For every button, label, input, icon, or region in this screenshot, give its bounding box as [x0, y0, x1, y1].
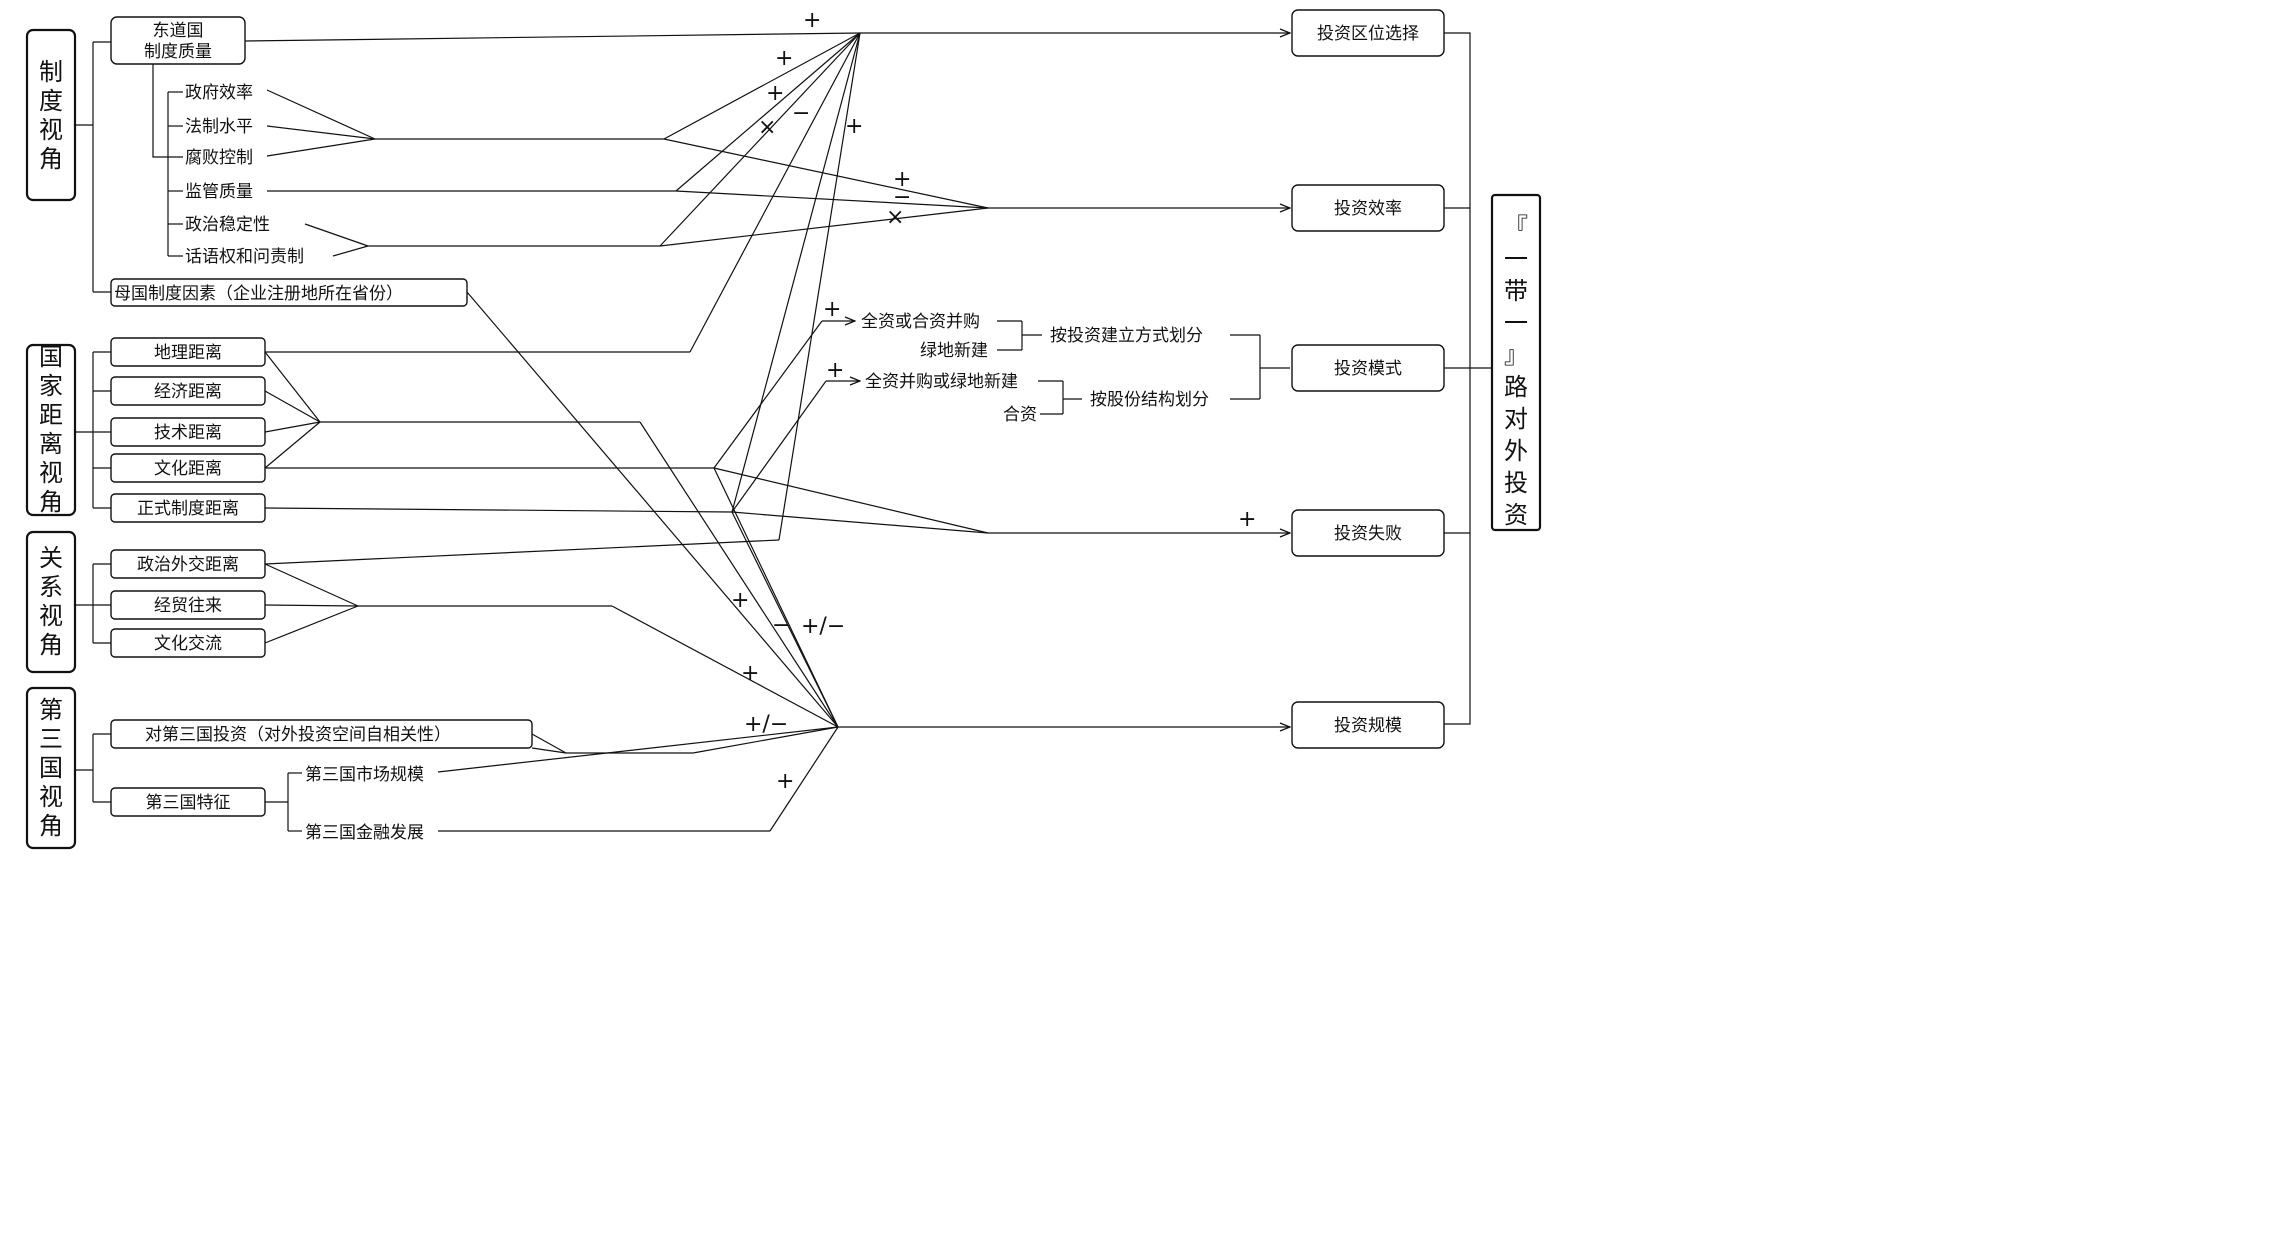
- sign-plus-location-2: +: [775, 46, 793, 71]
- sign-minus-scale: −: [772, 613, 790, 638]
- home-institution-label: 母国制度因素（企业注册地所在省份）: [114, 284, 403, 304]
- sign-plus-location-1: +: [803, 8, 821, 33]
- factor-third-country-features: 第三国特征: [110, 787, 266, 817]
- sign-plus-scale-2: +: [741, 661, 759, 686]
- perspective-third-country-label: 第三国视角: [39, 696, 63, 840]
- outcome-scale: 投资规模: [1291, 701, 1445, 749]
- factor-home-institution: 母国制度因素（企业注册地所在省份）: [110, 278, 468, 307]
- formal-inst-distance-label: 正式制度距离: [137, 499, 239, 519]
- sign-plus-minus-scale-1: +/−: [801, 614, 845, 639]
- diplomatic-distance-label: 政治外交距离: [137, 555, 239, 575]
- sign-plus-efficiency: +: [893, 167, 911, 192]
- perspective-distance-label: 国家距离视角: [39, 343, 63, 516]
- sign-plus-location-4: +: [845, 114, 863, 139]
- perspective-relationship-label: 关系视角: [39, 544, 63, 659]
- institution-quality-label: 东道国制度质量: [144, 21, 212, 62]
- outcome-failure: 投资失败: [1291, 509, 1445, 557]
- sign-minus-efficiency: −: [893, 185, 911, 210]
- by-establishment-label: 按投资建立方式划分: [1050, 326, 1203, 346]
- outcome-mode-label: 投资模式: [1334, 359, 1402, 379]
- main-title-label: 『一带一』路对外投资: [1504, 213, 1528, 529]
- main-title-box: 『一带一』路对外投资: [1490, 193, 1542, 532]
- outcome-efficiency-label: 投资效率: [1334, 199, 1402, 219]
- sign-times-efficiency: ×: [886, 205, 904, 230]
- perspective-relationship: 关系视角: [25, 530, 77, 674]
- outcome-location: 投资区位选择: [1291, 9, 1445, 57]
- cultural-exchange-label: 文化交流: [154, 634, 222, 654]
- brackets: [75, 41, 302, 832]
- econ-distance-label: 经济距离: [154, 382, 222, 402]
- perspective-institution-label: 制度视角: [39, 58, 63, 173]
- factor-cultural-exchange: 文化交流: [110, 628, 266, 658]
- connections: [244, 33, 1492, 832]
- sign-plus-scale-1: +: [731, 588, 749, 613]
- outcome-failure-label: 投资失败: [1334, 524, 1402, 544]
- political-stability-label: 政治稳定性: [185, 215, 270, 235]
- third-financial-dev-label: 第三国金融发展: [305, 823, 424, 843]
- perspective-institution: 制度视角: [25, 28, 77, 202]
- factor-trade-relations: 经贸往来: [110, 590, 266, 620]
- factor-third-country-invest: 对第三国投资（对外投资空间自相关性）: [110, 719, 533, 749]
- factor-tech-distance: 技术距离: [110, 417, 266, 447]
- factor-formal-inst-distance: 正式制度距离: [110, 493, 266, 523]
- third-country-features-label: 第三国特征: [146, 793, 231, 813]
- factor-econ-distance: 经济距离: [110, 376, 266, 406]
- sign-plus-scale-3: +: [776, 769, 794, 794]
- factor-geo-distance: 地理距离: [110, 337, 266, 367]
- acquisition-vs-jv-label: 全资或合资并购: [861, 312, 980, 332]
- framework-diagram: 制度视角 国家距离视角 关系视角 第三国视角: [25, 8, 1542, 850]
- corruption-control-label: 腐败控制: [185, 148, 253, 168]
- sign-plus-minus-scale-2: +/−: [744, 712, 788, 737]
- joint-venture-label: 合资: [1003, 405, 1037, 425]
- gov-efficiency-label: 政府效率: [185, 83, 253, 103]
- by-equity-label: 按股份结构划分: [1090, 390, 1209, 410]
- tech-distance-label: 技术距离: [154, 423, 222, 443]
- third-country-invest-label: 对第三国投资（对外投资空间自相关性）: [145, 725, 451, 745]
- outcome-efficiency: 投资效率: [1291, 184, 1445, 232]
- sign-times-location: ×: [758, 115, 776, 140]
- greenfield-label: 绿地新建: [920, 341, 988, 361]
- culture-distance-label: 文化距离: [154, 459, 222, 479]
- sign-markers: + + + − × + + − × + + + + − +/− + +/− +: [731, 8, 1256, 794]
- sign-plus-failure: +: [1238, 507, 1256, 532]
- regulatory-quality-label: 监管质量: [185, 182, 253, 202]
- perspective-country-distance: 国家距离视角: [25, 343, 77, 517]
- sign-minus-location: −: [792, 101, 810, 126]
- geo-distance-label: 地理距离: [154, 343, 222, 363]
- outcome-mode: 投资模式: [1291, 344, 1445, 392]
- outcome-location-label: 投资区位选择: [1317, 24, 1419, 44]
- sign-plus-location-3: +: [766, 81, 784, 106]
- voice-accountability-label: 话语权和问责制: [185, 247, 304, 267]
- trade-relations-label: 经贸往来: [154, 596, 222, 616]
- factor-institution-quality: 东道国制度质量: [110, 16, 246, 65]
- outcome-scale-label: 投资规模: [1334, 716, 1402, 736]
- perspective-third-country: 第三国视角: [25, 686, 77, 850]
- sign-plus-mode-2: +: [826, 358, 844, 383]
- factor-culture-distance: 文化距离: [110, 453, 266, 483]
- rule-of-law-label: 法制水平: [185, 117, 253, 137]
- third-market-size-label: 第三国市场规模: [305, 765, 424, 785]
- factor-diplomatic-distance: 政治外交距离: [110, 549, 266, 579]
- sign-plus-mode-1: +: [823, 297, 841, 322]
- acquisition-or-greenfield-label: 全资并购或绿地新建: [865, 372, 1018, 392]
